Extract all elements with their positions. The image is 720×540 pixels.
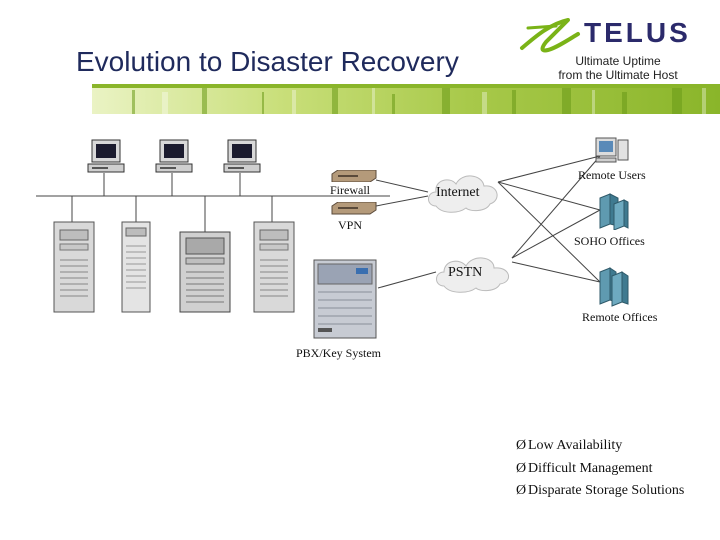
firewall-icon bbox=[331, 170, 377, 182]
cloud-icon bbox=[428, 175, 498, 213]
server-tower-icon bbox=[253, 221, 295, 313]
pbx-label: PBX/Key System bbox=[296, 346, 382, 360]
telus-logo: TELUS bbox=[584, 17, 691, 48]
firewall-label: Firewall bbox=[330, 183, 370, 197]
workstation-icon bbox=[155, 139, 193, 173]
pc-icon bbox=[595, 137, 629, 163]
slide-title: Evolution to Disaster Recovery bbox=[76, 46, 459, 77]
server-tower-icon bbox=[179, 231, 231, 313]
soho-offices-label: SOHO Offices bbox=[574, 234, 645, 248]
remote-offices-label: Remote Offices bbox=[582, 310, 658, 324]
vpn-icon bbox=[331, 202, 377, 215]
tagline-line1: Ultimate Uptime bbox=[575, 54, 661, 68]
internet-label: Internet bbox=[436, 185, 480, 200]
telus-swoosh-icon bbox=[520, 16, 580, 53]
office-building-icon bbox=[599, 267, 629, 307]
tagline-line2: from the Ultimate Host bbox=[558, 68, 678, 82]
arrow-bullet-icon: Ø bbox=[516, 460, 527, 476]
office-building-icon bbox=[599, 193, 629, 230]
arrow-bullet-icon: Ø bbox=[516, 438, 527, 453]
header-band bbox=[92, 84, 720, 114]
tagline: Ultimate Uptime from the Ultimate Host bbox=[536, 54, 700, 82]
pbx-icon bbox=[313, 259, 377, 339]
workstation-icon bbox=[223, 139, 261, 173]
remote-users-label: Remote Users bbox=[578, 168, 646, 182]
vpn-label: VPN bbox=[338, 218, 363, 232]
server-tower-icon bbox=[121, 221, 151, 313]
workstation-icon bbox=[87, 139, 125, 173]
arrow-bullet-icon: Ø bbox=[516, 483, 527, 498]
cloud-icon bbox=[436, 257, 509, 293]
server-tower-icon bbox=[53, 221, 95, 313]
pstn-label: PSTN bbox=[448, 265, 483, 280]
